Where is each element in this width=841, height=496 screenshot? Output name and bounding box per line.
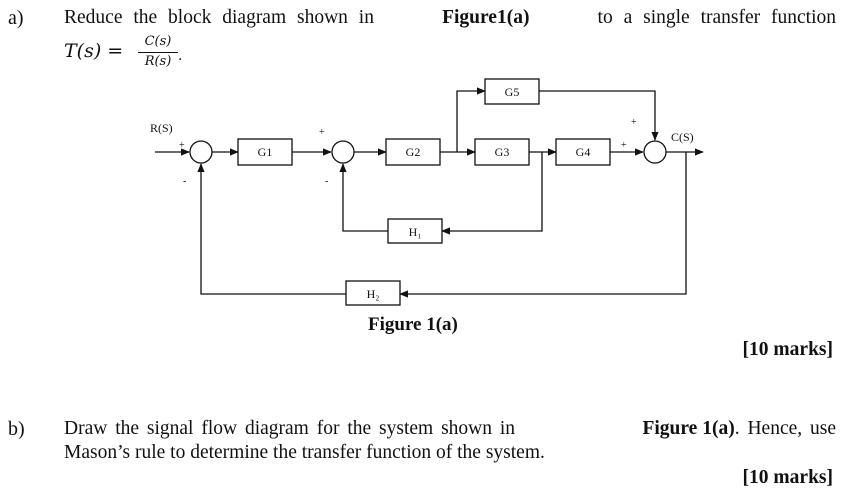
block-h1-label: H₁ <box>409 225 422 239</box>
arrow-g5-sj3 <box>539 90 659 141</box>
part-b-figure-ref: Figure 1(a) <box>642 418 735 439</box>
marks-a: [10 marks] <box>742 339 833 360</box>
transfer-function-lhs: T(s) = <box>64 40 124 62</box>
transfer-function-dot: . <box>178 48 183 64</box>
arrow-h1-sj2 <box>339 163 388 232</box>
block-g1-label: G1 <box>258 145 273 159</box>
fraction-bar <box>138 52 178 53</box>
part-a-figure-ref: Figure1(a) <box>442 7 530 28</box>
sign-sj3-top: + <box>631 117 637 128</box>
arrow-h2-sj1 <box>197 163 346 295</box>
block-g4-label: G4 <box>576 145 591 159</box>
transfer-function-denominator: R(s) <box>144 54 172 69</box>
part-a-line1-suffix: to a single transfer function <box>597 7 836 28</box>
part-b-label: b) <box>8 418 25 440</box>
sign-sj1-feedback: - <box>183 176 186 187</box>
block-h2-label: H₂ <box>367 287 380 301</box>
transfer-function-numerator: C(s) <box>144 34 172 49</box>
summing-junction-2 <box>331 140 355 164</box>
line-to-h2 <box>399 152 687 298</box>
part-b-line1: Draw the signal flow diagram for the sys… <box>64 418 836 440</box>
summing-junction-3 <box>643 140 667 164</box>
part-b-line1-prefix: Draw the signal flow diagram for the sys… <box>64 418 516 439</box>
figure-caption: Figure 1(a) <box>368 314 458 335</box>
arrow-to-g5 <box>456 87 486 152</box>
sign-sj2-feedback: - <box>325 176 328 187</box>
part-b-line1-suffix: . Hence, use <box>734 418 836 439</box>
sign-sj1-input: + <box>179 140 185 151</box>
block-g3-label: G3 <box>495 145 510 159</box>
marks-b: [10 marks] <box>742 467 833 488</box>
part-a-line1-prefix: Reduce the block diagram shown in <box>64 7 374 28</box>
block-g5-label: G5 <box>505 85 520 99</box>
sign-sj3-input: + <box>621 140 627 151</box>
sign-sj2-input: + <box>319 127 325 138</box>
part-a-line1: Reduce the block diagram shown in Figure… <box>64 7 836 29</box>
line-to-h1 <box>441 152 543 235</box>
output-label: C(S) <box>671 130 694 144</box>
part-a-label: a) <box>8 7 24 29</box>
summing-junction-1 <box>189 140 213 164</box>
part-b-line1-ref-wrap: Figure 1(a). Hence, use <box>642 418 836 440</box>
part-b-line2: Mason’s rule to determine the transfer f… <box>64 442 545 463</box>
input-label: R(S) <box>150 121 173 135</box>
block-g2-label: G2 <box>406 145 421 159</box>
